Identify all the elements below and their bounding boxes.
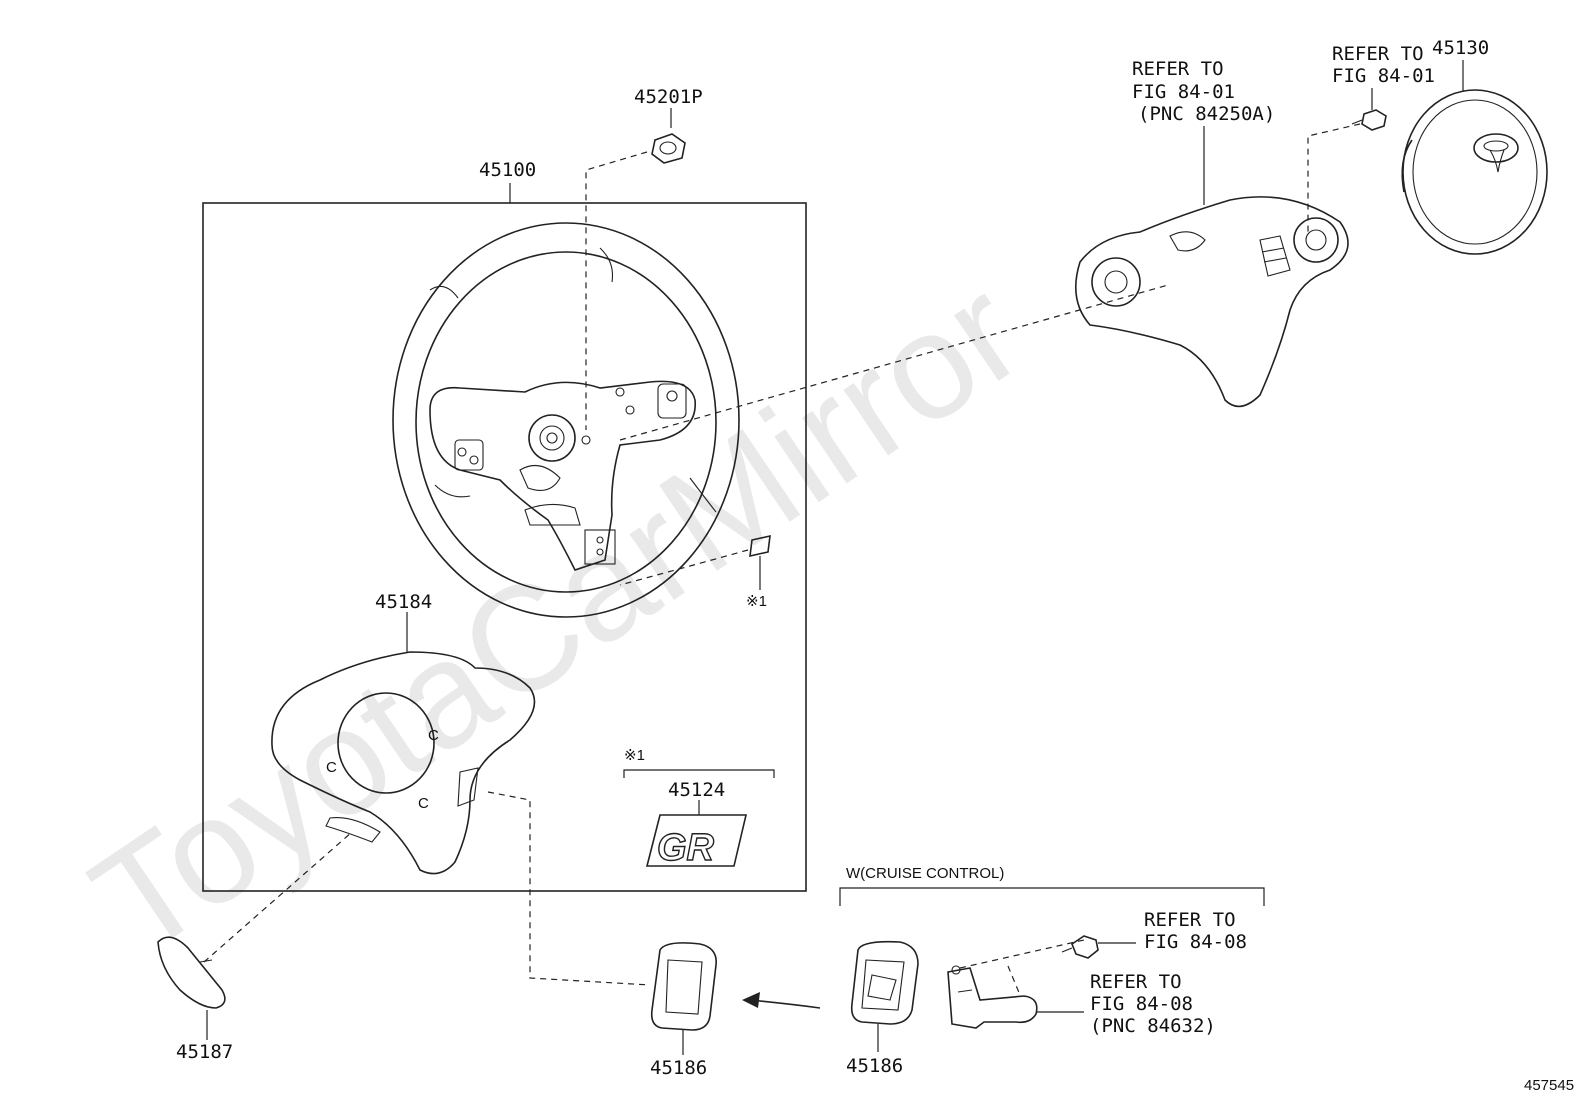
refer-screw-line2: FIG 84-08	[1144, 931, 1247, 953]
label-45130[interactable]: 45130	[1432, 37, 1489, 59]
bezel-45186-left[interactable]	[650, 942, 717, 1031]
label-45186-left[interactable]: 45186	[650, 1057, 707, 1079]
refer-top-right-line2: FIG 84-01	[1332, 65, 1435, 87]
label-45100[interactable]: 45100	[479, 159, 536, 181]
figure-number: 457545	[1524, 1077, 1574, 1094]
label-45124[interactable]: 45124	[668, 779, 725, 801]
mark1-wheel: ※1	[746, 593, 767, 610]
refer-screw-line1: REFER TO	[1144, 909, 1236, 931]
mark1-emblem: ※1	[624, 747, 645, 764]
replace-arrow	[742, 992, 821, 1009]
bezel-45186-right[interactable]	[850, 940, 919, 1025]
svg-text:C: C	[428, 727, 439, 744]
gr-emblem-45124[interactable]: GR	[645, 814, 748, 870]
refer-top-left-line2: FIG 84-01	[1132, 81, 1235, 103]
assembly-frame-45100	[202, 202, 807, 892]
label-45187[interactable]: 45187	[176, 1041, 233, 1063]
label-45186-right[interactable]: 45186	[846, 1055, 903, 1077]
emblem-text: GR	[657, 827, 715, 869]
cruise-group-label: W(CRUISE CONTROL)	[846, 865, 1004, 882]
lower-cover-45184[interactable]: C C C	[271, 651, 536, 875]
steering-wheel-45100[interactable]	[392, 222, 740, 618]
refer-top-left-line1: REFER TO	[1132, 58, 1224, 80]
svg-text:C: C	[418, 795, 429, 812]
label-45184[interactable]: 45184	[375, 591, 432, 613]
refer-top-right-line1: REFER TO	[1332, 43, 1424, 65]
refer-switch-line1: REFER TO	[1090, 971, 1182, 993]
label-patch[interactable]	[749, 534, 771, 558]
bolt-top[interactable]	[1351, 109, 1387, 131]
refer-top-left-line3: (PNC 84250A)	[1138, 103, 1275, 125]
label-45201P[interactable]: 45201P	[634, 86, 703, 108]
airbag-45130[interactable]	[1401, 89, 1548, 255]
switch-pad-assembly[interactable]	[1074, 196, 1349, 408]
nut-45201P[interactable]	[651, 133, 686, 164]
cruise-switch[interactable]	[947, 965, 1038, 1029]
refer-switch-line2: FIG 84-08	[1090, 993, 1193, 1015]
refer-switch-line3: (PNC 84632)	[1090, 1015, 1216, 1037]
svg-text:C: C	[326, 759, 337, 776]
screw-cruise[interactable]	[1061, 935, 1099, 959]
